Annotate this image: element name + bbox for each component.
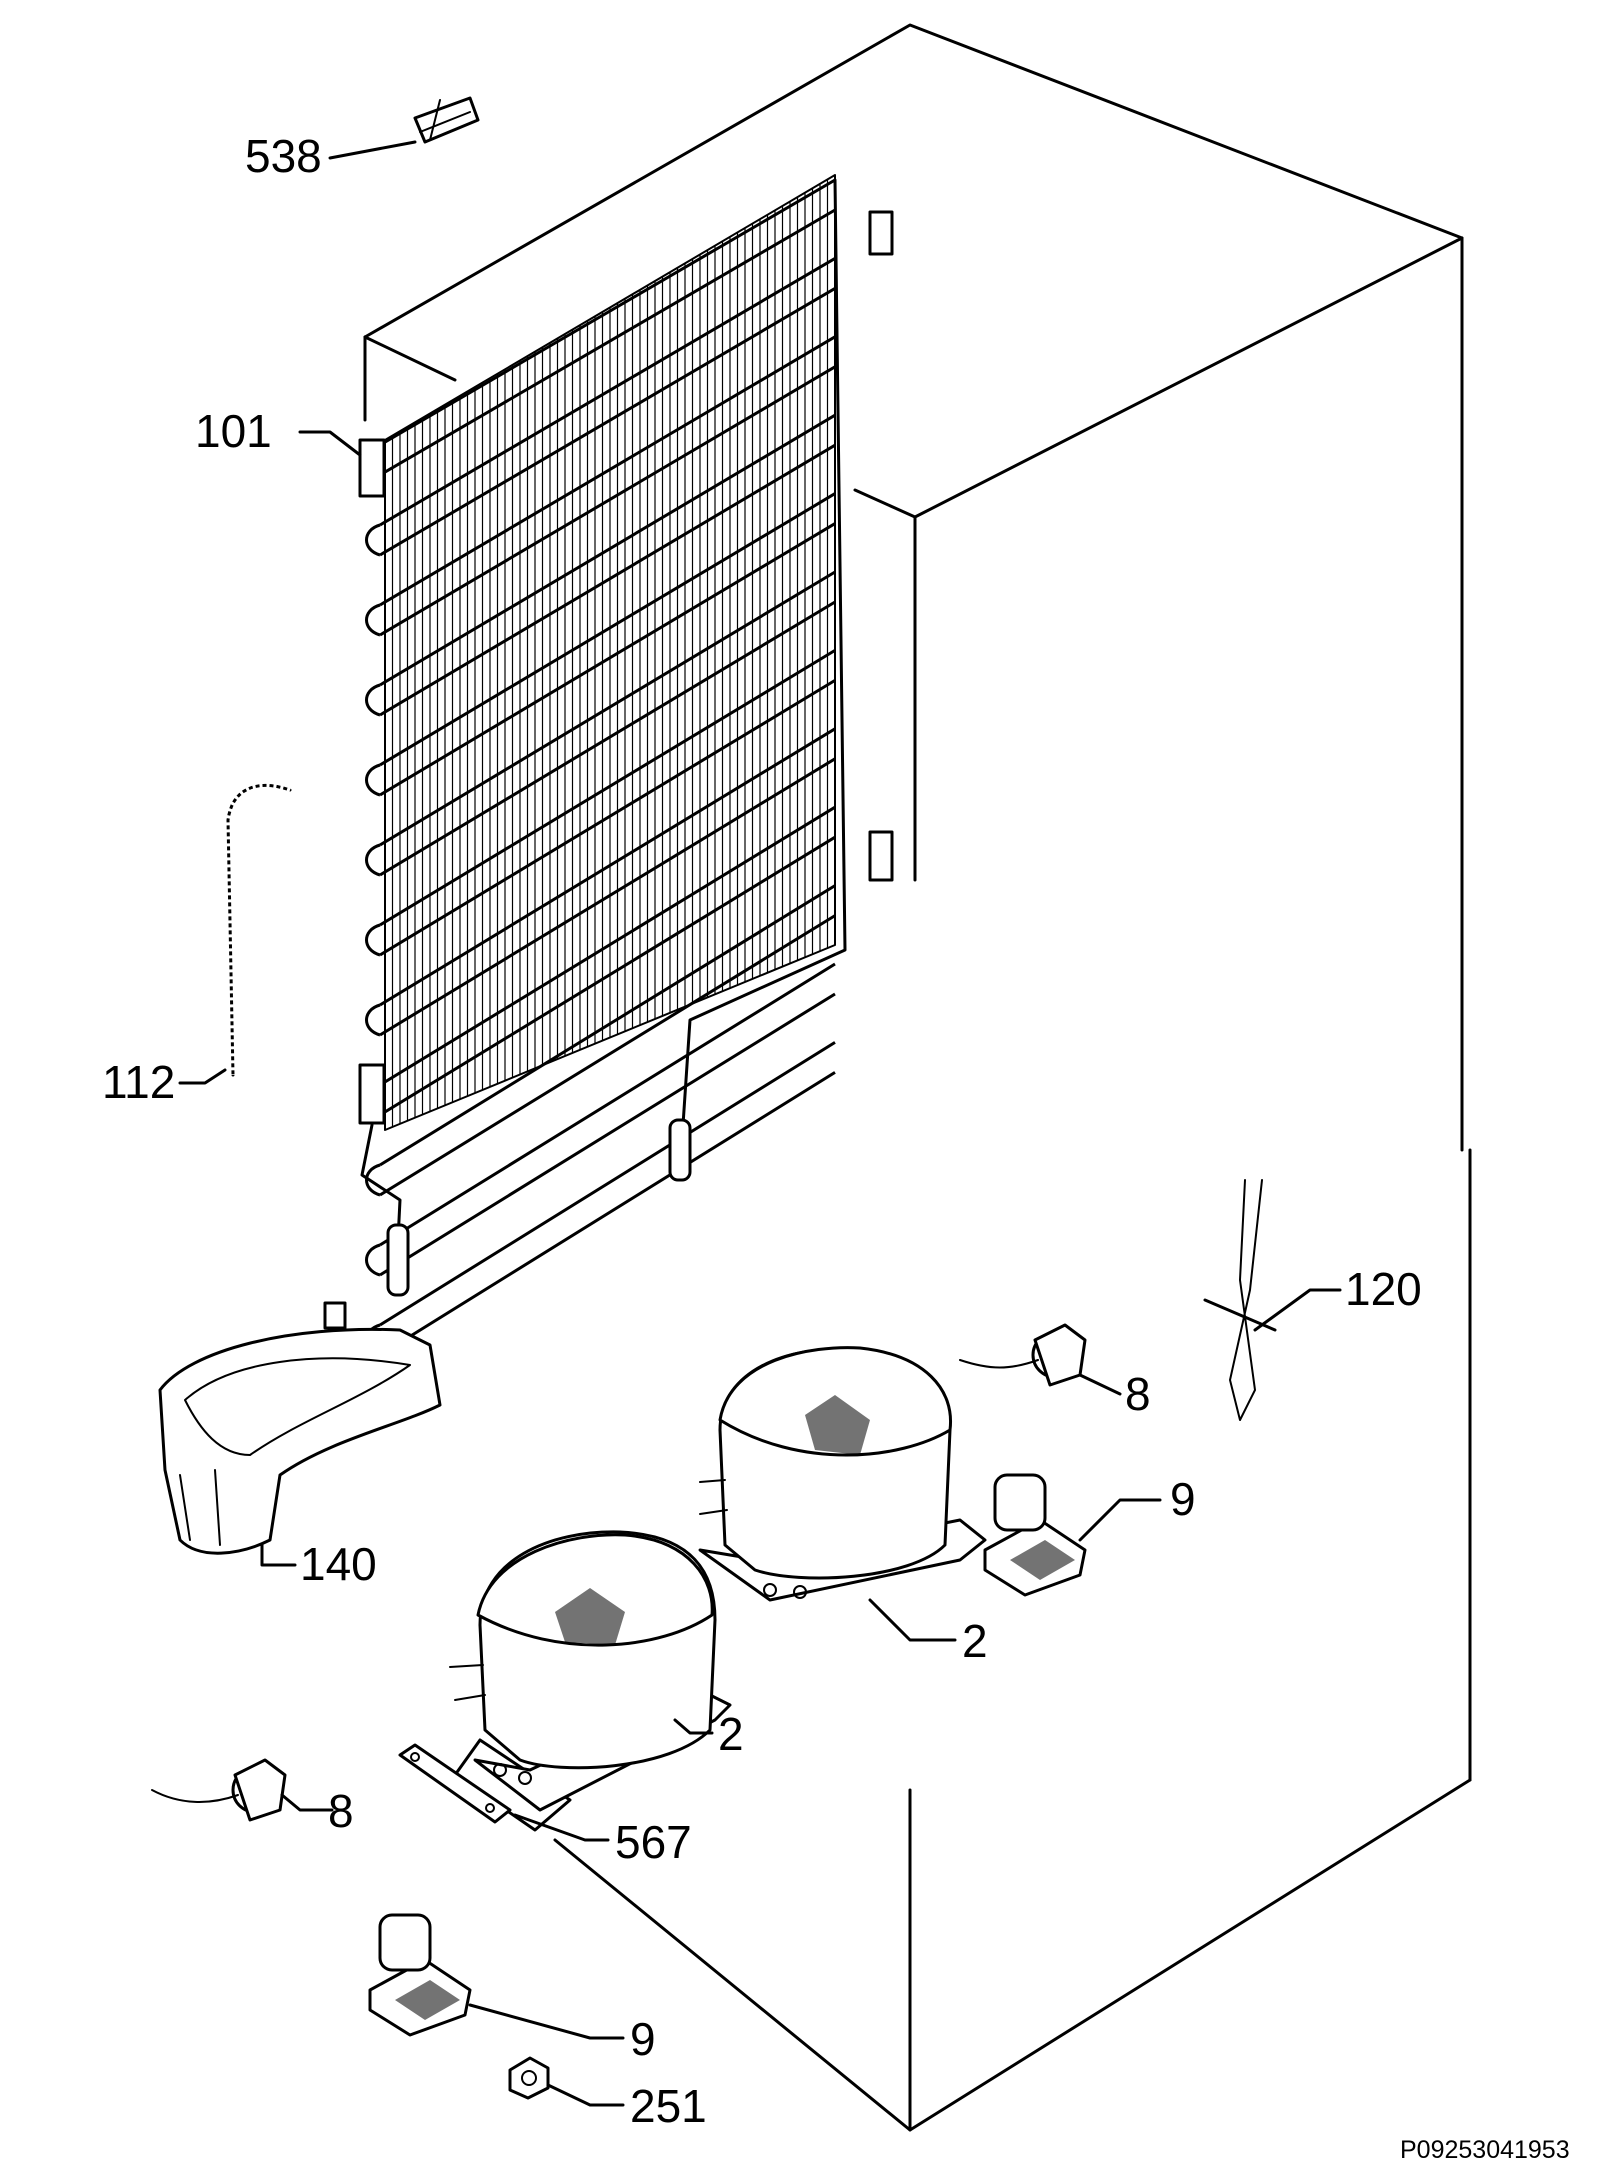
callout-8-left: 8 [328,1785,354,1837]
condenser-bend [365,923,381,957]
condenser-tubes [365,178,836,1357]
condenser-tube [379,1041,836,1357]
condenser-tube [379,335,836,637]
condenser-tube [379,649,836,957]
callout-567: 567 [615,1816,692,1868]
drip-tray-part-140 [158,1301,442,1555]
relay-part-8-right [959,1323,1087,1387]
grommet-part-9-left [368,1913,472,2037]
relay-part-8-left [151,1758,287,1822]
condenser-tube [379,727,836,1037]
condenser-tube [379,962,836,1277]
callout-112: 112 [102,1056,175,1108]
condenser-bend [365,523,381,557]
callout-101: 101 [195,405,272,457]
condenser-tube [379,492,836,797]
compressor-right [698,1346,987,1602]
compressor-left [449,1530,732,1832]
callout-251: 251 [630,2080,707,2132]
condenser-bend [365,1003,381,1037]
condenser-bend [365,603,381,637]
condenser-tube [379,413,836,717]
condenser-tube [379,805,836,1117]
callout-2-right: 2 [962,1615,988,1667]
condenser-fins [384,175,836,1130]
callout-140: 140 [300,1538,377,1590]
mounting-plate-part-567 [398,1743,512,1824]
callout-9-left: 9 [630,2013,656,2065]
condenser-tube [379,884,836,1197]
condenser-tube [379,570,836,877]
condenser-bend [365,1163,381,1197]
condenser-coil [358,174,894,1357]
hose-part-112 [223,781,292,1077]
condenser-bend [365,843,381,877]
callout-9-right: 9 [1170,1473,1196,1525]
condenser-bend [365,1243,381,1277]
clip-part-538 [413,96,480,144]
grommet-part-9-right [983,1473,1087,1597]
condenser-bend [365,683,381,717]
callout-labels: 538 101 112 120 140 8 9 2 2 8 567 9 251 [102,130,1422,2132]
callout-120: 120 [1345,1263,1422,1315]
callout-8-right: 8 [1125,1368,1151,1420]
callout-538: 538 [245,130,322,182]
sensor-part-120 [1203,1179,1277,1421]
condenser-tube [379,257,836,557]
drawing-code: P09253041953 [1400,2136,1570,2164]
leader-lines [178,140,1342,2107]
callout-2-left: 2 [718,1708,744,1760]
condenser-tube [379,178,836,477]
nut-part-251 [508,2056,550,2100]
condenser-bend [365,763,381,797]
cabinet-outline [363,23,1472,2132]
